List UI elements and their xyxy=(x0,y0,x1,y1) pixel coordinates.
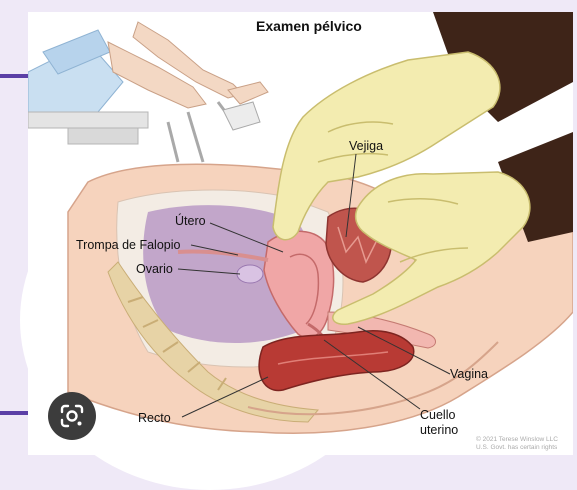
label-ovario: Ovario xyxy=(136,262,173,276)
label-vejiga: Vejiga xyxy=(349,139,383,153)
copyright-notice: © 2021 Terese Winslow LLC U.S. Govt. has… xyxy=(476,436,558,452)
anatomy-drawing xyxy=(28,12,573,455)
pelvic-exam-illustration: Examen pélvico Vejiga Útero Trompa de Fa… xyxy=(28,12,573,455)
label-recto: Recto xyxy=(138,411,171,425)
label-utero: Útero xyxy=(175,214,206,228)
google-lens-button[interactable] xyxy=(48,392,96,440)
page-title: Examen pélvico xyxy=(256,18,362,34)
label-trompa: Trompa de Falopio xyxy=(76,238,180,252)
copyright-line-2: U.S. Govt. has certain rights xyxy=(476,444,558,452)
google-lens-icon xyxy=(59,403,85,429)
exam-table-inset xyxy=(28,22,268,162)
label-cuello-line2: uterino xyxy=(420,423,458,437)
label-vagina: Vagina xyxy=(450,367,488,381)
label-cuello-line1: Cuello xyxy=(420,408,455,422)
copyright-line-1: © 2021 Terese Winslow LLC xyxy=(476,436,558,444)
